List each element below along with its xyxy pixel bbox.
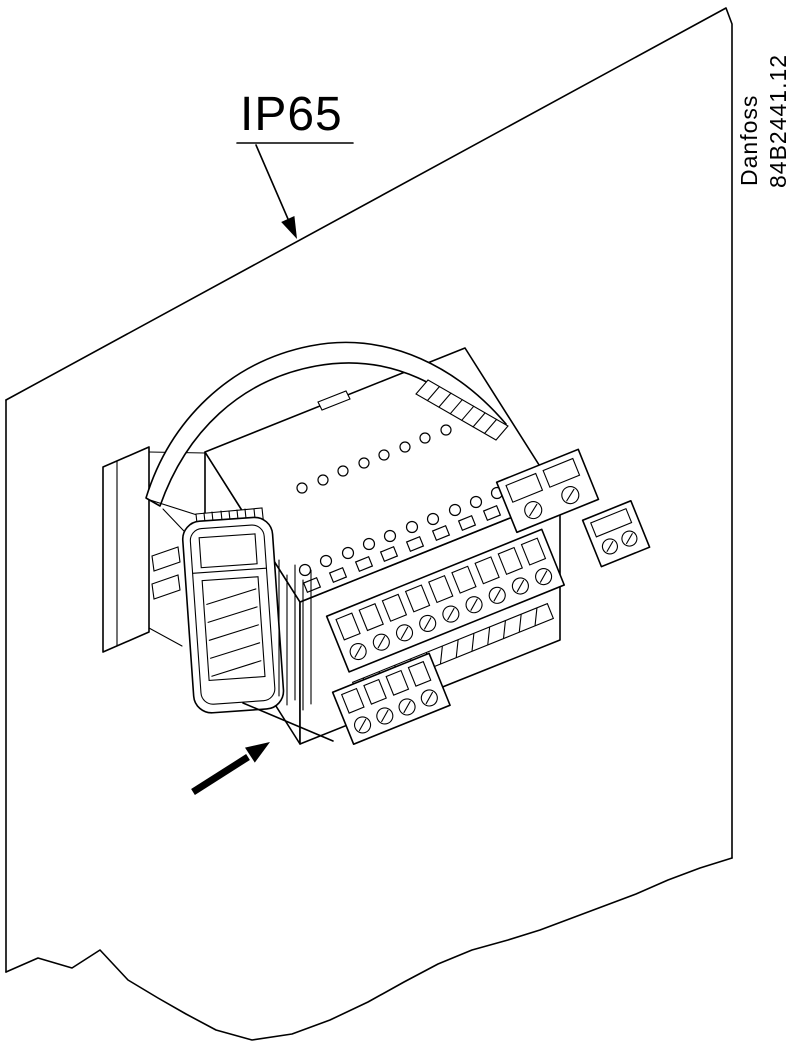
panel-outline (5, 7, 733, 1041)
brand-text: Danfoss (736, 95, 762, 186)
strap-grip-right (415, 379, 509, 441)
terminal-block-upper-a (495, 448, 600, 534)
top-tab (317, 390, 351, 411)
protection-rating-callout: IP65 (236, 88, 354, 239)
terminal-block-upper-b (581, 499, 651, 568)
terminal-block-lower (331, 652, 451, 745)
vent-holes-upper-row (296, 424, 452, 494)
terminal-strip-main (325, 528, 566, 673)
clip-vent-grille (278, 559, 312, 711)
protection-rating-label: IP65 (240, 88, 343, 141)
title-block: Danfoss 84B2441.12 (736, 54, 791, 188)
controller-device-drawing (102, 341, 651, 745)
drawing-number-text: 84B2441.12 (765, 54, 791, 188)
device-bottom-edge (242, 702, 334, 742)
leader-arrow-icon (255, 144, 297, 239)
mounting-clip (181, 516, 312, 714)
insertion-arrow-icon (191, 742, 270, 795)
device-rear-endcap (102, 446, 206, 653)
